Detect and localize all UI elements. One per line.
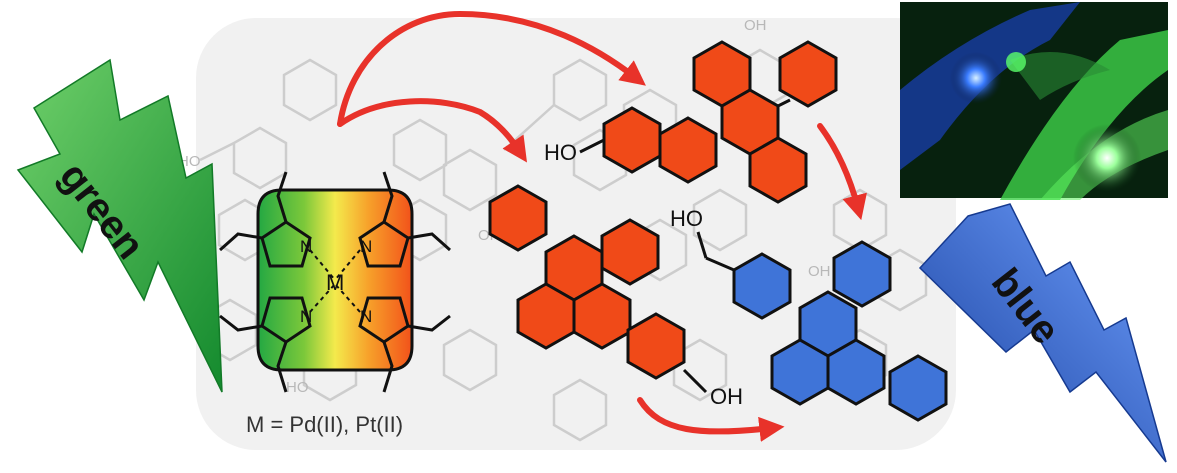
arrow-annihilator-to-emitter [817, 123, 867, 221]
arrow-sensitizer-to-annihilator-lower [337, 98, 527, 163]
blue-lightning-bolt-icon: blue [918, 203, 1167, 463]
fluorescence-photo [900, 2, 1168, 200]
oh-label-emitter: HO [670, 206, 703, 231]
background-oh-label-5: OH [808, 263, 831, 280]
nitrogen-label-3: N [300, 307, 312, 326]
oh-label-top: HO [544, 140, 577, 165]
oh-label-middle: OH [710, 384, 743, 409]
metal-caption: M = Pd(II), Pt(II) [246, 412, 403, 437]
background-oh-label-2: OH [744, 17, 767, 34]
green-lightning-bolt-icon: green [16, 58, 223, 393]
nitrogen-label-1: N [300, 237, 312, 256]
annihilator-middle-oh: OH [682, 368, 743, 409]
annihilator-top [602, 40, 838, 204]
energy-transfer-arrows [337, 10, 867, 442]
arrow-bottom-to-emitter [637, 397, 785, 442]
nitrogen-label-2: N [360, 237, 372, 256]
background-oh-label-4: HO [286, 379, 309, 396]
porphyrin-sensitizer: N N N N M [219, 171, 451, 393]
emitter-oh: HO [670, 206, 735, 272]
annihilator-middle [488, 184, 686, 380]
arrow-sensitizer-to-annihilator-top [337, 10, 646, 127]
metal-label: M [326, 270, 344, 295]
nitrogen-label-4: N [360, 307, 372, 326]
emitter-blue [732, 240, 948, 422]
annihilator-top-oh: HO [544, 138, 605, 165]
